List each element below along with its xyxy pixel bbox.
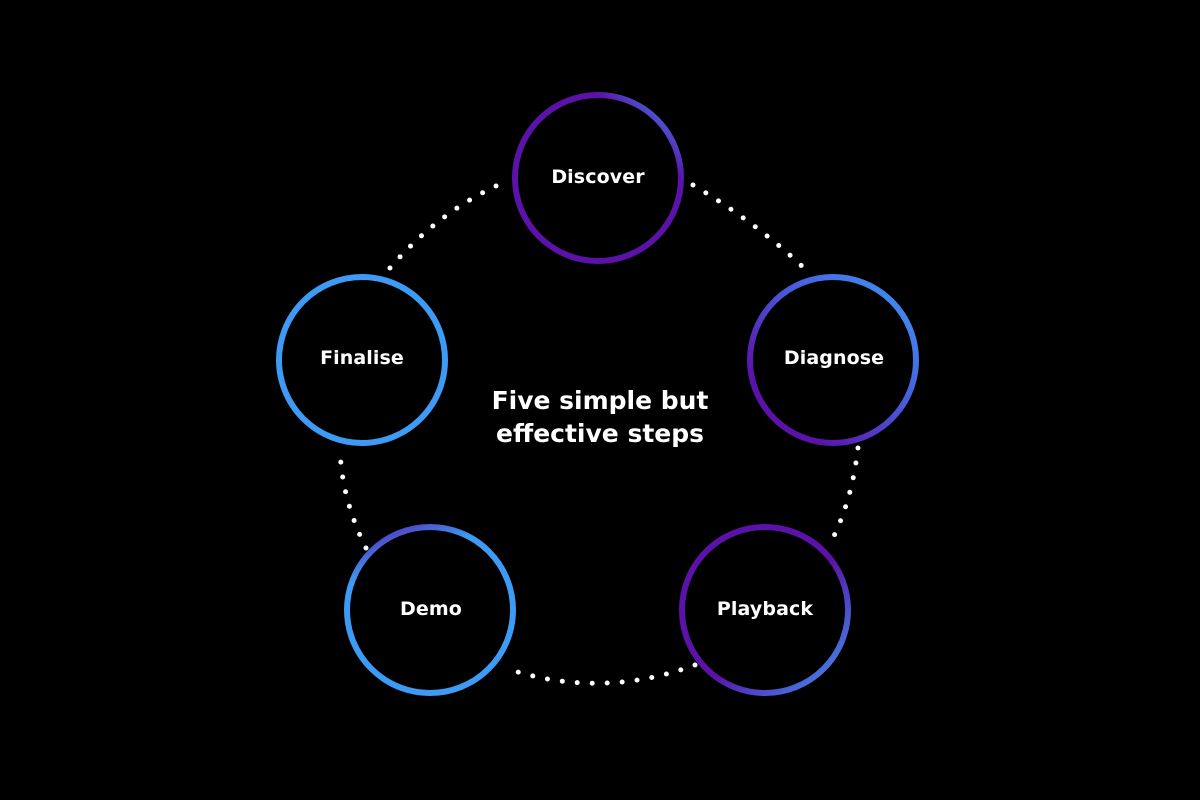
connector-demo-finalise bbox=[337, 447, 369, 551]
dotted-connectors bbox=[337, 179, 861, 686]
ring-finalise bbox=[276, 274, 448, 446]
step-label-demo: Demo bbox=[400, 598, 462, 620]
step-rings bbox=[276, 92, 919, 696]
center-title-line-1: Five simple but bbox=[491, 386, 709, 415]
connector-discover-diagnose bbox=[690, 182, 811, 275]
connector-playback-demo bbox=[502, 662, 698, 686]
ring-demo bbox=[344, 524, 516, 696]
center-title: Five simple but effective steps bbox=[400, 384, 800, 450]
center-title-line-2: effective steps bbox=[495, 419, 705, 448]
connector-finalise-discover bbox=[387, 179, 508, 271]
step-label-diagnose: Diagnose bbox=[783, 347, 885, 369]
ring-diagnose bbox=[747, 274, 919, 446]
step-label-discover: Discover bbox=[551, 166, 645, 188]
step-label-playback: Playback bbox=[716, 598, 814, 620]
step-label-finalise: Finalise bbox=[320, 347, 404, 369]
ring-playback bbox=[679, 524, 851, 696]
ring-discover bbox=[512, 92, 684, 264]
connector-diagnose-playback bbox=[829, 445, 861, 543]
